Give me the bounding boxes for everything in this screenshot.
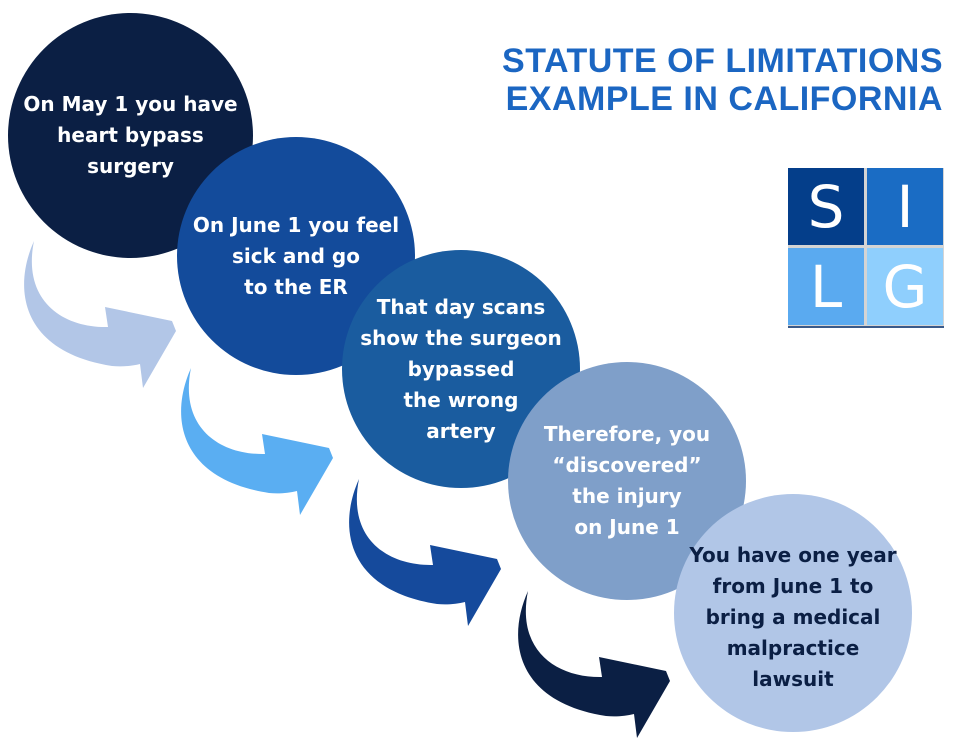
step-text-1: On May 1 you have heart bypass surgery [23,92,238,178]
page-title: STATUTE OF LIMITATIONS EXAMPLE IN CALIFO… [502,42,943,118]
logo-letter-l: L [788,248,864,325]
title-line-2: EXAMPLE IN CALIFORNIA [505,80,943,118]
logo-letter-g: G [867,248,943,325]
silg-logo: S I L G [788,168,944,328]
step-text-3: That day scans show the surgeon bypassed… [360,294,562,443]
logo-letter-i: I [867,168,943,245]
curved-arrow-icon [181,368,333,515]
step-circle-2: On June 1 you feel sick and go to the ER [177,137,415,375]
step-text-2: On June 1 you feel sick and go to the ER [192,212,400,299]
curved-arrow-icon [24,241,176,388]
curved-arrow-icon [349,479,501,626]
step-text-4: Therefore, you “discovered” the injury o… [543,422,711,539]
step-text-5: You have one year from June 1 to bring a… [689,542,897,691]
logo-letter-s: S [788,168,864,245]
curved-arrow-icon [518,591,670,738]
title-line-1: STATUTE OF LIMITATIONS [502,42,943,80]
step-circle-5: You have one year from June 1 to bring a… [674,494,912,732]
